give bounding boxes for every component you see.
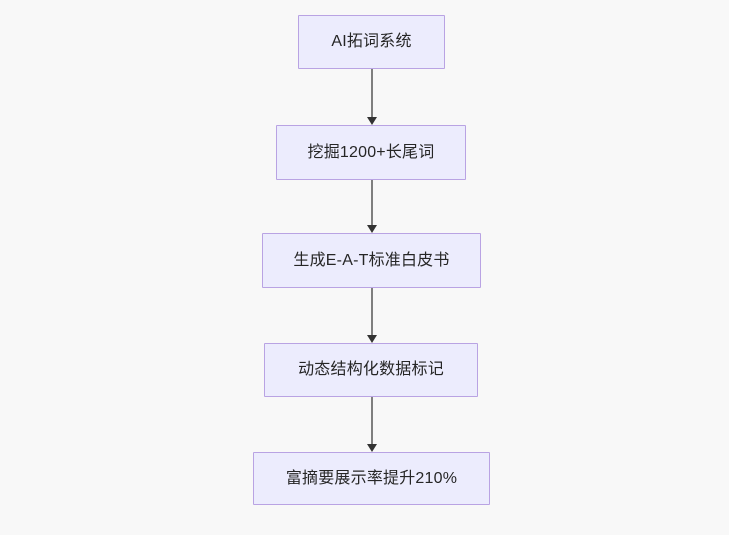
flowchart-node-ai-keyword-system[interactable]: AI拓词系统: [298, 15, 445, 69]
flowchart-node-generate-eat-whitepaper[interactable]: 生成E-A-T标准白皮书: [262, 233, 481, 288]
flowchart-node-label: 挖掘1200+长尾词: [307, 143, 435, 161]
flowchart-node-label: 动态结构化数据标记: [298, 361, 444, 379]
edge-n3-n4: [367, 288, 377, 343]
arrowhead-icon: [367, 225, 377, 233]
arrowhead-icon: [367, 444, 377, 452]
flowchart-node-dynamic-structured-data-markup[interactable]: 动态结构化数据标记: [264, 343, 478, 397]
edge-n2-n3: [367, 180, 377, 233]
edge-line: [371, 397, 373, 445]
edge-n1-n2: [367, 69, 377, 125]
flowchart-node-rich-snippet-impression-lift[interactable]: 富摘要展示率提升210%: [253, 452, 490, 505]
flowchart-node-mine-longtail-keywords[interactable]: 挖掘1200+长尾词: [276, 125, 466, 180]
arrowhead-icon: [367, 335, 377, 343]
edge-n4-n5: [367, 397, 377, 452]
arrowhead-icon: [367, 117, 377, 125]
edge-line: [371, 288, 373, 336]
flowchart-node-label: 生成E-A-T标准白皮书: [293, 251, 450, 269]
flowchart-node-label: 富摘要展示率提升210%: [285, 469, 458, 487]
flowchart-node-label: AI拓词系统: [331, 33, 412, 51]
edge-line: [371, 180, 373, 226]
edge-line: [371, 69, 373, 118]
